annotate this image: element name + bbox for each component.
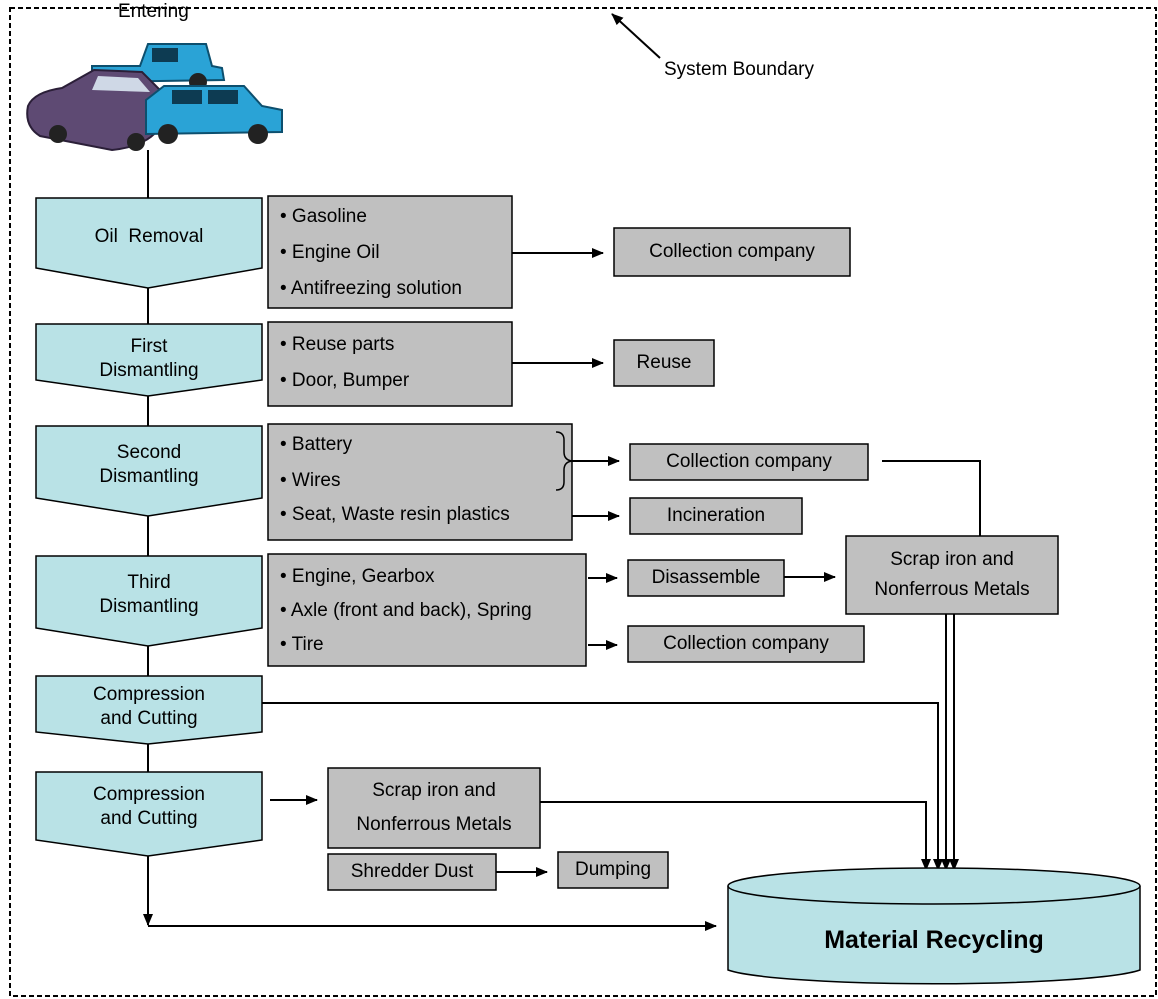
dest-box-dumping (557, 851, 669, 889)
stage-line: Second (116, 442, 182, 463)
list-item: • Seat, Waste resin plastics (280, 504, 510, 525)
item-list-third: • Engine, Gearbox • Axle (front and back… (270, 554, 584, 666)
item-list-second: • Battery • Wires • Seat, Waste resin pl… (270, 424, 570, 540)
list-item: • Engine Oil (280, 242, 380, 263)
list-item: • Battery (280, 434, 353, 455)
item-list-first: • Reuse parts • Door, Bumper (270, 322, 510, 406)
reuse: Reuse (636, 352, 692, 373)
dest-box-reuse (613, 339, 715, 387)
system-boundary-pointer (611, 13, 661, 59)
stage-line: First (130, 336, 168, 357)
item-box-oil (267, 195, 513, 309)
scrap-line: Nonferrous Metals (356, 814, 512, 835)
stage-compression-2: Compression and Cutting (36, 778, 262, 836)
incineration: Incineration (666, 505, 766, 526)
dest-box-collection-2 (629, 443, 869, 481)
material-recycling-cylinder (727, 867, 1141, 985)
list-item: • Reuse parts (280, 334, 395, 355)
dest-box-scrap-2 (327, 767, 541, 849)
scrap-line: Scrap iron and (372, 780, 496, 801)
item-list-oil: • Gasoline • Engine Oil • Antifreezing s… (270, 196, 510, 308)
stage-line: Dismantling (99, 596, 199, 617)
dest-box-disassemble (627, 559, 785, 597)
stage-third-dismantling: Third Dismantling (36, 564, 262, 626)
dest-box-scrap-1 (845, 535, 1059, 615)
list-item: • Tire (280, 634, 324, 655)
stage-second-dismantling: Second Dismantling (36, 434, 262, 496)
stage-oil-removal: Oil Removal (36, 212, 262, 262)
stage-first-dismantling: First Dismantling (36, 328, 262, 390)
stage-line: Compression (93, 684, 205, 705)
stage-shape-second-dismantling (35, 425, 263, 517)
list-item: • Gasoline (280, 206, 367, 227)
stage-line: and Cutting (100, 808, 198, 829)
list-item: • Engine, Gearbox (280, 566, 435, 587)
item-box-first (267, 321, 513, 407)
sedan-car-icon (26, 68, 163, 152)
collection-company-2: Collection company (666, 451, 832, 472)
list-item: • Antifreezing solution (280, 278, 462, 299)
arrow-scrap2-to-recycling (540, 801, 931, 871)
suv-car-icon (145, 85, 283, 144)
material-recycling-label: Material Recycling (824, 926, 1044, 954)
dest-box-incineration (629, 497, 803, 535)
line-collection2-to-scrap (882, 460, 981, 536)
stage-line: Dismantling (99, 360, 199, 381)
stage-line: and Cutting (100, 708, 198, 729)
stage-shape-first-dismantling (35, 323, 263, 397)
stage-compression-1: Compression and Cutting (36, 678, 262, 736)
item-box-third (267, 553, 587, 667)
system-boundary (9, 7, 1157, 997)
stage-shape-third-dismantling (35, 555, 263, 647)
entering-label: Entering (118, 1, 189, 22)
list-item: • Wires (280, 470, 341, 491)
stage-shape-compression-1 (35, 675, 263, 745)
item-box-second (267, 423, 573, 541)
stage-line: Dismantling (99, 466, 199, 487)
stage-line: Oil Removal (94, 226, 204, 247)
collection-company-1: Collection company (649, 241, 815, 262)
collection-company-3: Collection company (663, 633, 829, 654)
stage-shape-oil-removal (35, 197, 263, 289)
dest-box-collection-3 (627, 625, 865, 663)
system-boundary-label: System Boundary (664, 59, 814, 80)
dumping: Dumping (574, 859, 652, 880)
scrap-iron-1: Scrap iron and Nonferrous Metals (846, 536, 1058, 614)
disassemble: Disassemble (651, 567, 761, 588)
stage-shape-compression-2 (35, 771, 263, 857)
dest-box-collection-1 (613, 227, 851, 277)
scrap-line: Nonferrous Metals (874, 579, 1030, 600)
list-item: • Axle (front and back), Spring (280, 600, 532, 621)
arrow-compression1-to-recycling (262, 702, 943, 871)
stage-line: Compression (93, 784, 205, 805)
scrap-iron-2: Scrap iron and Nonferrous Metals (328, 768, 540, 848)
stage-line: Third (127, 572, 171, 593)
list-item: • Door, Bumper (280, 370, 410, 391)
scrap-line: Scrap iron and (890, 549, 1014, 570)
dest-box-shredder-dust (327, 853, 497, 891)
shredder-dust: Shredder Dust (350, 861, 474, 882)
